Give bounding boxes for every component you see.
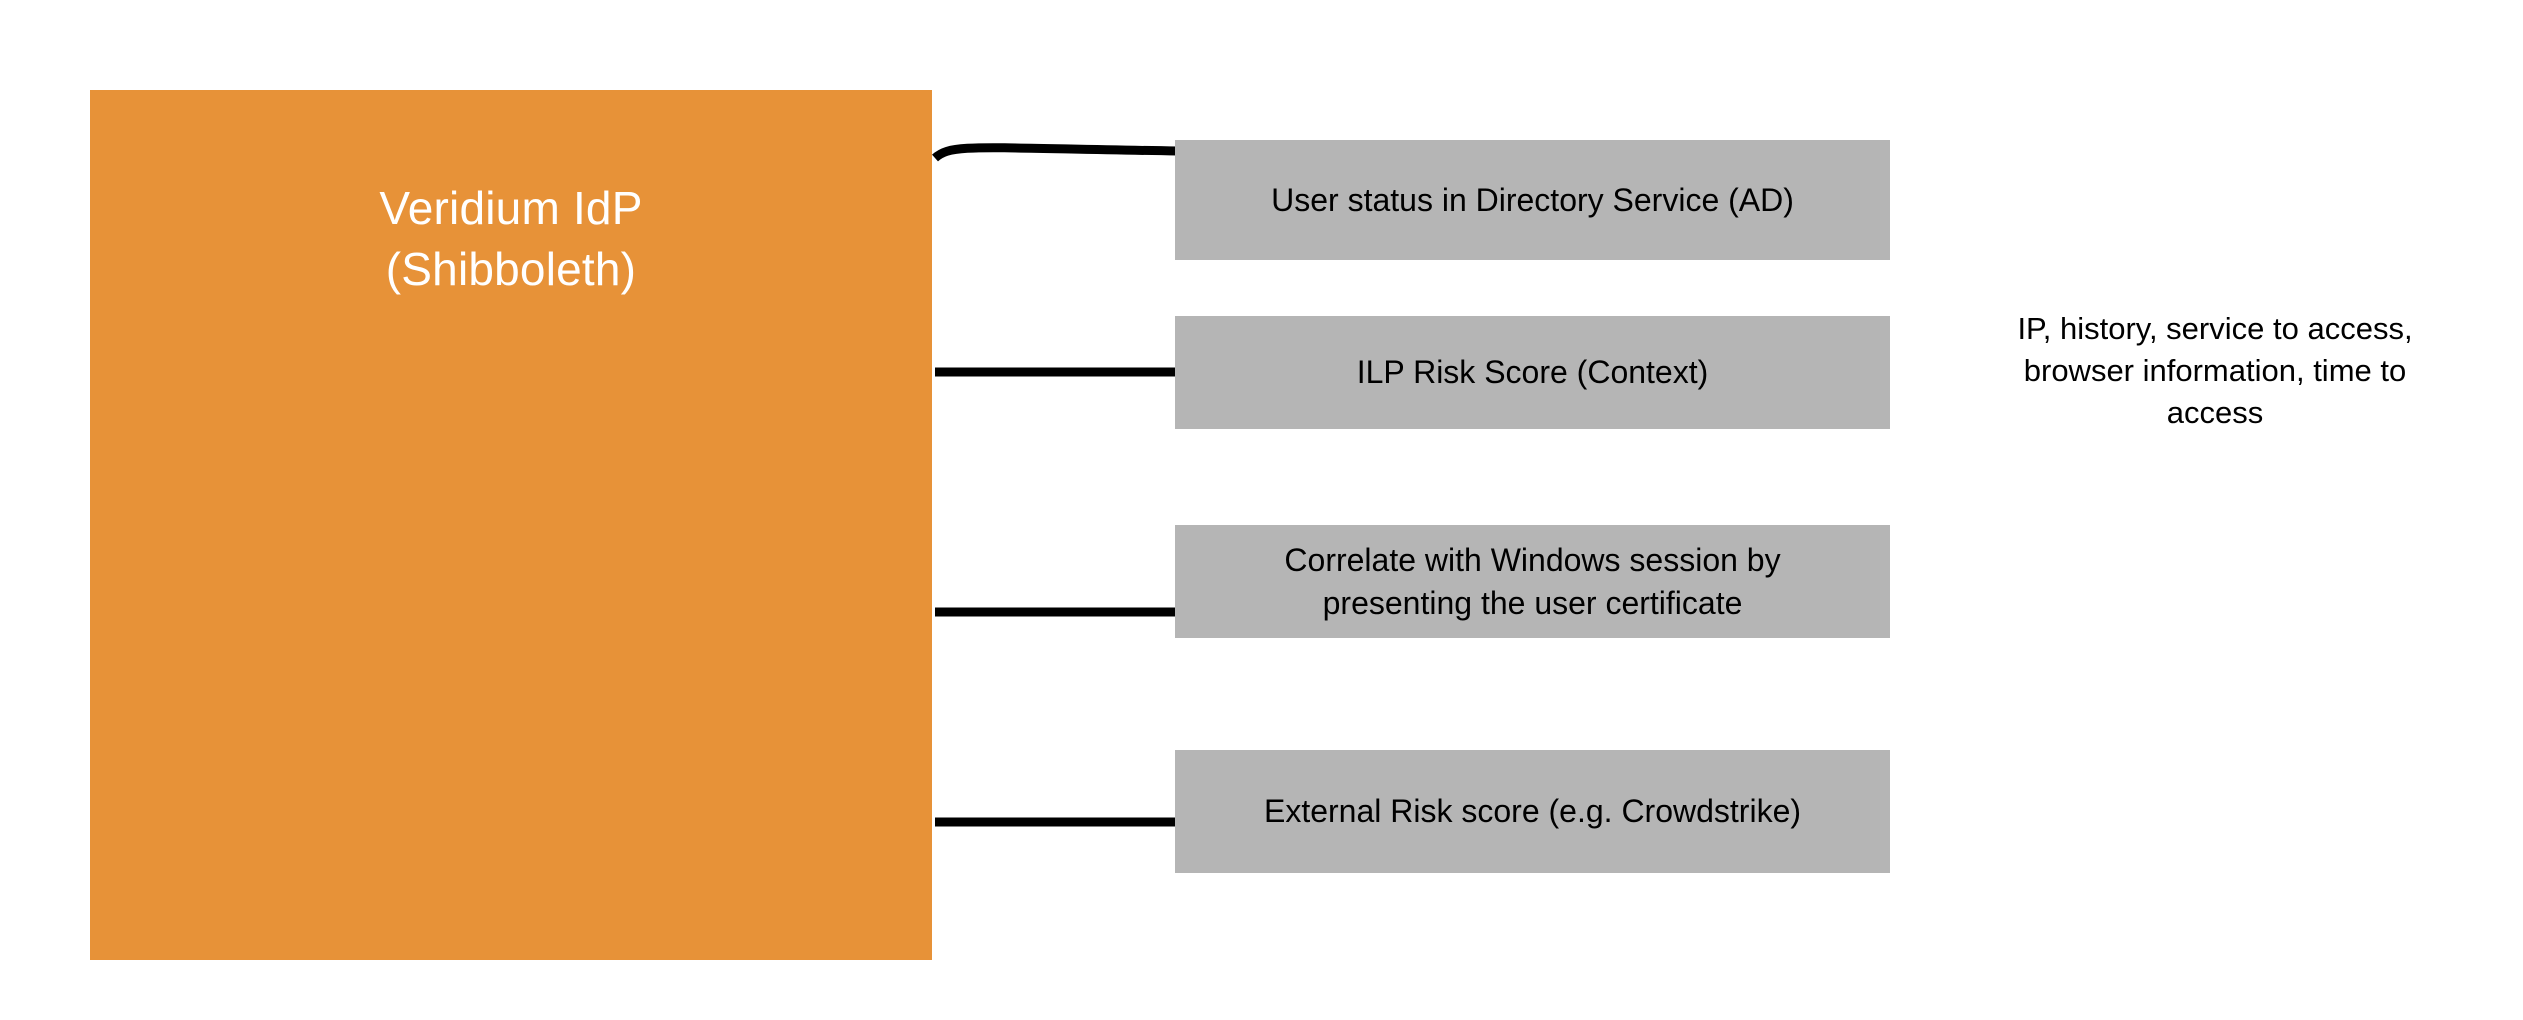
attribute-box-external-risk-score[interactable]: External Risk score (e.g. Crowdstrike) — [1175, 750, 1890, 873]
attribute-box-label: User status in Directory Service (AD) — [1271, 181, 1794, 218]
attribute-box-ilp-risk-score[interactable]: ILP Risk Score (Context) — [1175, 316, 1890, 429]
idp-node[interactable]: Veridium IdP (Shibboleth) — [90, 90, 932, 960]
attribute-box-label: ILP Risk Score (Context) — [1356, 354, 1709, 391]
attribute-box-user-status[interactable]: User status in Directory Service (AD) — [1175, 140, 1890, 260]
attribute-box-label: Correlate with Windows session by presen… — [1284, 541, 1781, 621]
connector-line-1 — [932, 143, 1179, 162]
annotation-context-detail: IP, history, service to access, browser … — [2017, 311, 2413, 430]
attribute-box-windows-session-correlation[interactable]: Correlate with Windows session by presen… — [1175, 525, 1890, 638]
attribute-box-label: External Risk score (e.g. Crowdstrike) — [1263, 793, 1802, 830]
idp-node-label: Veridium IdP (Shibboleth) — [379, 182, 643, 295]
